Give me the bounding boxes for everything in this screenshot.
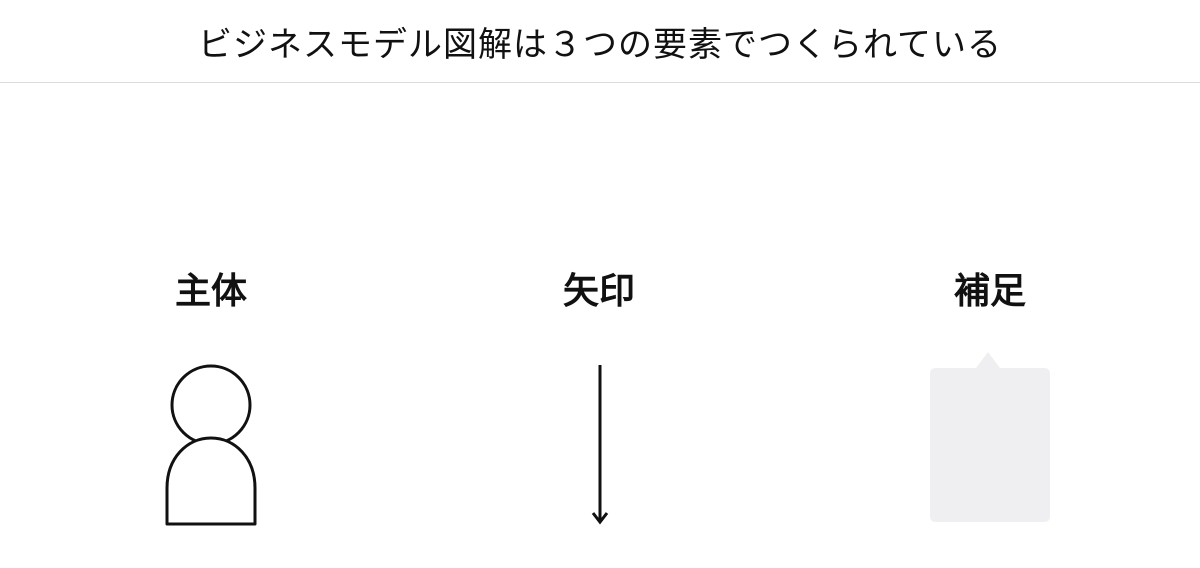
element-label-note: 補足 xyxy=(953,271,1026,312)
element-label-arrow: 矢印 xyxy=(562,271,635,312)
element-label-subject: 主体 xyxy=(174,271,247,312)
header: ビジネスモデル図解は３つの要素でつくられている xyxy=(0,0,1200,83)
page-title: ビジネスモデル図解は３つの要素でつくられている xyxy=(198,24,1002,65)
note-balloon-icon xyxy=(924,348,1056,528)
person-icon xyxy=(162,360,262,530)
arrow-down-icon xyxy=(585,362,615,528)
